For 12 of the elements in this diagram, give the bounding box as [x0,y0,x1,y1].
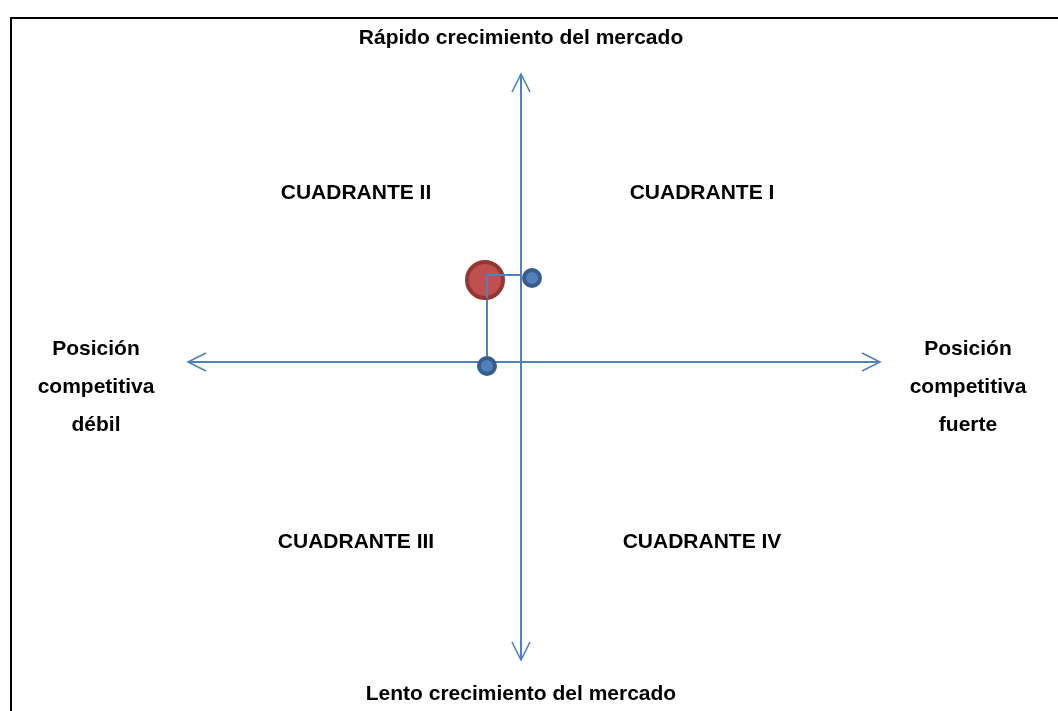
connector-line [486,298,488,357]
quadrant-label: CUADRANTE I [628,179,776,205]
axis-title: Rápido crecimiento del mercado [357,24,685,50]
position-circle [465,260,505,300]
axis-end-label: Posición competitiva débil [36,335,156,437]
axis-point [477,356,497,376]
axis-end-label: Posición competitiva fuerte [908,335,1028,437]
axis-point [522,268,542,288]
quadrant-label: CUADRANTE III [276,528,436,554]
axis-title: Lento crecimiento del mercado [364,680,678,706]
quadrant-label: CUADRANTE IV [621,528,783,554]
quadrant-label: CUADRANTE II [279,179,433,205]
